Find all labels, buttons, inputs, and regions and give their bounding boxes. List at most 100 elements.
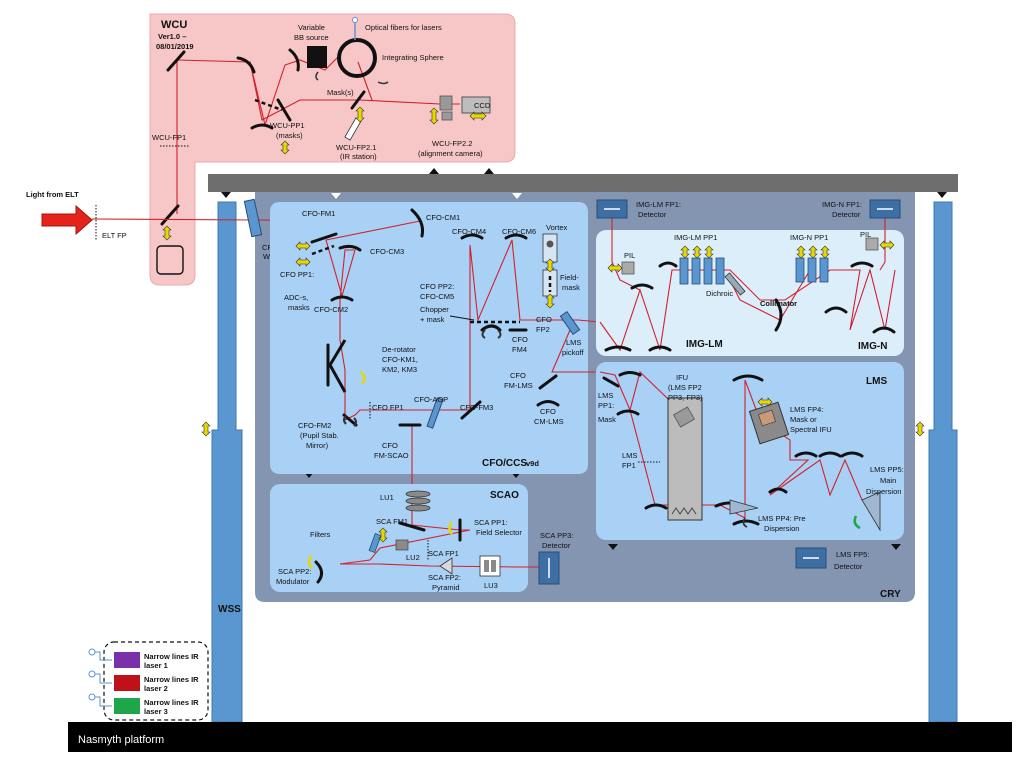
sca-pp3-label-1: SCA PP3:: [540, 531, 573, 540]
cfo-cm4-mirror: [460, 233, 484, 240]
wcu-fp1-label: WCU-FP1: [152, 133, 186, 142]
ccd-label: CCD: [474, 101, 491, 110]
wcu-feed-mirror: [160, 204, 180, 226]
img-n-mirror-2: [872, 326, 896, 334]
lu2-label: LU2: [406, 553, 420, 562]
cfo-title: CFO/CCS: [482, 458, 527, 469]
cfo-derotator: [328, 339, 347, 393]
cfo-fm3-mirror: [460, 400, 482, 420]
lms-mirror-2: [616, 409, 640, 416]
img-n-title: IMG-N: [858, 341, 887, 352]
cfo-cm1-label: CFO-CM1: [426, 213, 460, 222]
img-lm-fp1-label-2: Detector: [638, 210, 667, 219]
cfo-aop-label: CFO-AOP: [414, 395, 448, 404]
collimator-mirror: [774, 298, 783, 332]
cfo-cm3-label: CFO-CM3: [370, 247, 404, 256]
wcu-fp21-label-2: (IR station): [340, 152, 377, 161]
img-lm-mirror-3: [630, 283, 654, 290]
wcu-fp22-arrow-icon: [429, 107, 439, 125]
cryostat-window: [243, 198, 263, 238]
variable-bb-label-1: Variable: [298, 23, 325, 32]
lms-mirror-10: [768, 487, 788, 494]
wcu-date: 08/01/2019: [156, 42, 194, 51]
cfo-fm4-label-2: FM4: [512, 345, 527, 354]
wss-support-legs: WSS: [201, 201, 958, 723]
cfo-cm3-mirror: [338, 244, 362, 252]
lms-mirror-7: [794, 451, 818, 458]
cfo-cm6-label: CFO-CM6: [502, 227, 536, 236]
legend-label-laser-3-b: laser 3: [144, 707, 168, 716]
sca-fm1-mirror: [398, 521, 426, 532]
lms-pickoff-label-1: LMS: [566, 338, 581, 347]
elt-input: Light from ELT ELT FP: [26, 190, 127, 240]
img-lm-filter-wheels: [679, 245, 725, 285]
cfo-cm2-label: CFO-CM2: [314, 305, 348, 314]
lms-fp1-label-1: LMS: [622, 451, 637, 460]
img-module: IMG-LM IMG-N IMG-LM FP1: Detector IMG-N …: [596, 199, 904, 356]
lms-module: LMS IFU (LMS FP2 PP3, FP3) LMS FP4: Mask…: [596, 362, 904, 540]
lms-mirror-9: [840, 451, 864, 458]
nasmyth-platform: [68, 722, 1012, 752]
ccd-camera: [461, 96, 491, 114]
img-lm-mirror-1: [604, 345, 632, 352]
variable-bb-label-2: BB source: [294, 33, 329, 42]
wcu-fp22-label-1: WCU-FP2.2: [432, 139, 472, 148]
derotator-label-2: CFO-KM1,: [382, 355, 418, 364]
field-mask-label-2: mask: [562, 283, 580, 292]
collimator-label: Collimator: [760, 299, 797, 308]
bb-source: [307, 46, 327, 68]
img-n-mirror-1: [824, 306, 848, 314]
elt-light-arrow-icon: [41, 204, 93, 236]
cfo-adc-label-1: ADC-s,: [284, 293, 308, 302]
lms-mirror-8: [818, 451, 842, 458]
cfo-cm5-mirror: [480, 324, 502, 332]
scao-title: SCAO: [490, 490, 519, 501]
wcu-mirror-2: [236, 56, 256, 74]
img-lm-fp1-label-1: IMG-LM FP1:: [636, 200, 681, 209]
legend-label-laser-1-a: Narrow lines IR: [144, 652, 199, 661]
sca-pp2-label-1: SCA PP2:: [278, 567, 311, 576]
lms-pp5-label-2: Main: [880, 476, 896, 485]
lms-mirror-3: [644, 503, 668, 510]
lms-pp4-label-2: Dispersion: [764, 524, 799, 533]
cfo-fm2-label-3: Mirror): [306, 441, 329, 450]
derotator-label-1: De-rotator: [382, 345, 416, 354]
field-mask-label-1: Field-: [560, 273, 579, 282]
lms-mirror-5: [732, 374, 764, 382]
cfo-cm4-label: CFO-CM4: [452, 227, 486, 236]
sca-pp2-label-2: Modulator: [276, 577, 310, 586]
sca-fp2-label-2: Pyramid: [432, 583, 460, 592]
cfo-pp1-label: CFO PP1:: [280, 270, 314, 279]
pil-2-label: PIL: [860, 230, 871, 239]
cfo-cm-lms-label-2: CM-LMS: [534, 417, 564, 426]
legend-label-laser-2-a: Narrow lines IR: [144, 675, 199, 684]
integrating-sphere-label: Integrating Sphere: [382, 53, 444, 62]
cfo-fp2-label-2: FP2: [536, 325, 550, 334]
img-n-fp1-label-2: Detector: [832, 210, 861, 219]
img-lm-mirror-2: [648, 345, 672, 352]
img-lm-title: IMG-LM: [686, 339, 723, 350]
lms-pickoff-label-2: pickoff: [562, 348, 584, 357]
lms-pp5-main-disperser: [861, 491, 881, 532]
cfo-cm2-mirror: [330, 295, 354, 302]
cfo-cm6-mirror: [504, 233, 528, 240]
wcu-mirror-3: [288, 48, 300, 72]
legend-swatch-laser-2: [114, 675, 140, 691]
sca-fp1-label: SCA FP1: [428, 549, 459, 558]
pil-1-label: PIL: [624, 251, 635, 260]
cfo-pp2-label-1: CFO PP2:: [420, 282, 454, 291]
lms-pp4-pre-disperser: [729, 499, 759, 515]
pil-lens-2: [865, 237, 879, 251]
wcu-pp1-label-2: (masks): [276, 131, 303, 140]
cfo-version: v9d: [526, 459, 539, 468]
wcu-fp21-label-1: WCU-FP2.1: [336, 143, 376, 152]
wcu-fold-mirror-1: [166, 50, 186, 72]
cfo-fm2-label-2: (Pupil Stab.: [300, 431, 339, 440]
wcu-version: Ver1.0 –: [158, 32, 186, 41]
sca-fm1-label: SCA FM1: [376, 517, 408, 526]
img-n-pp1-label: IMG-N PP1: [790, 233, 828, 242]
cfo-fm3-label: CFO-FM3: [460, 403, 493, 412]
masks-label: Mask(s): [327, 88, 354, 97]
lms-pp4-label-1: LMS PP4: Pre: [758, 514, 806, 523]
